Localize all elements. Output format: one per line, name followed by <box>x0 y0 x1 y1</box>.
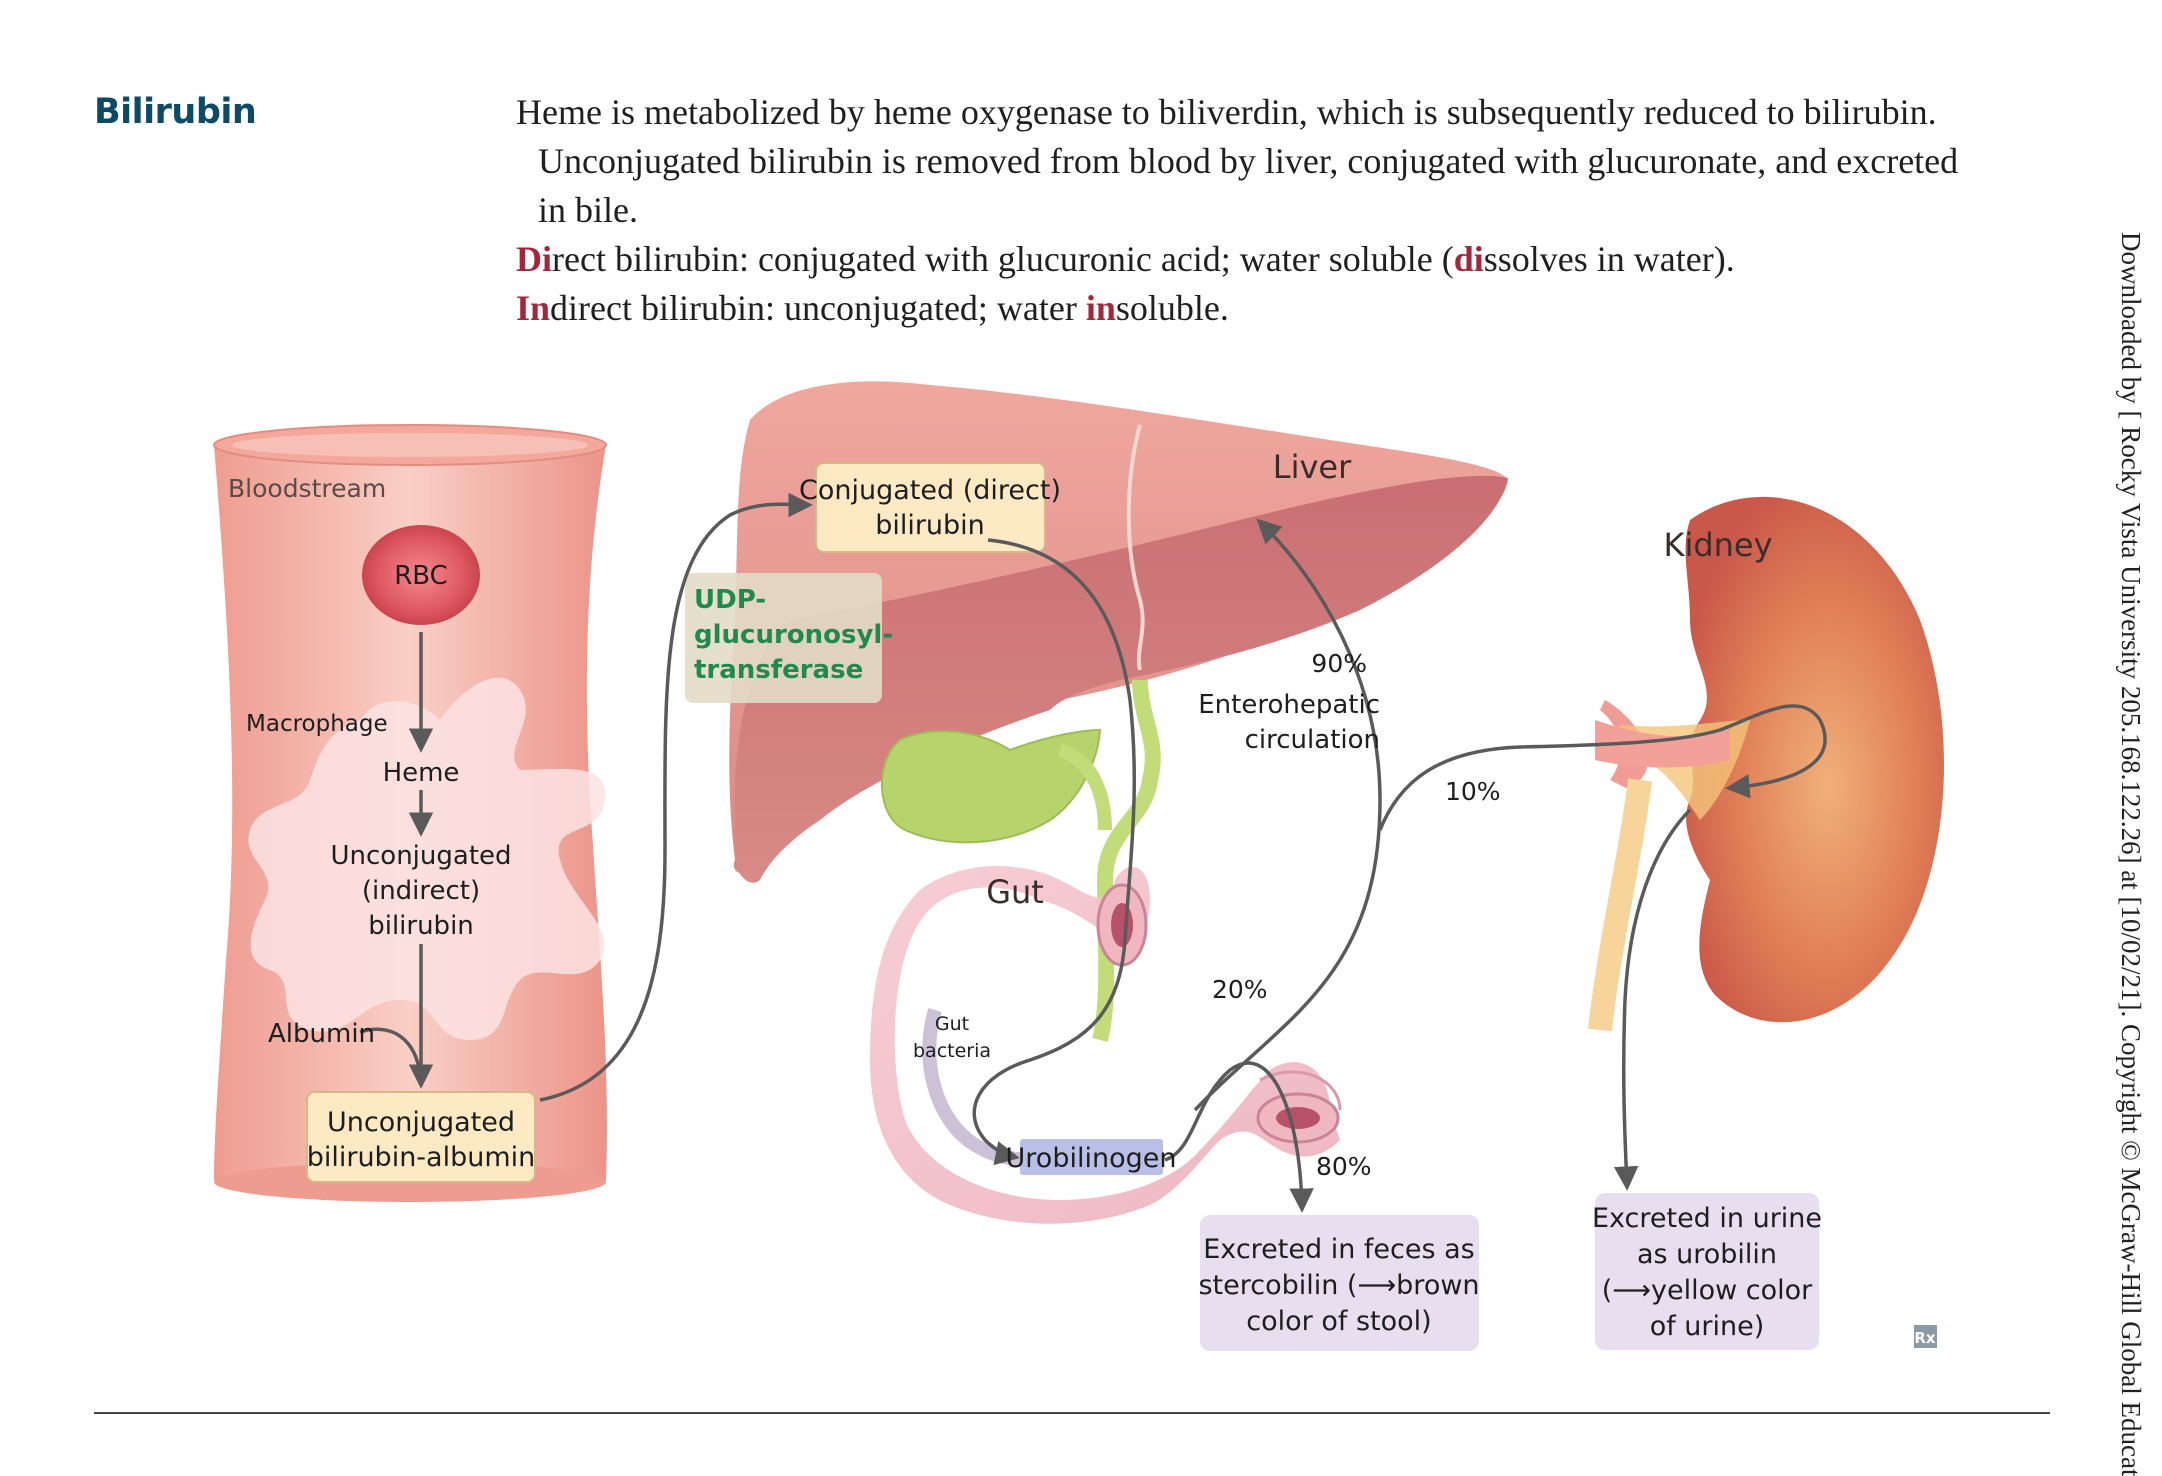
feces-label-2: stercobilin (⟶brown <box>1198 1270 1479 1301</box>
feces-label-3: color of stool) <box>1246 1306 1431 1337</box>
udp-label-3: transferase <box>694 655 863 685</box>
rx-icon: Rx <box>1914 1325 1937 1348</box>
kidney-label: Kidney <box>1663 526 1772 564</box>
conjugated-to-gut-arrow <box>972 538 1137 1166</box>
conjugated-bilirubin-box <box>815 462 1046 553</box>
direct-bilirubin-line: Direct bilirubin: conjugated with glucur… <box>516 235 2056 284</box>
unconj-label-1: Unconjugated <box>330 841 511 871</box>
blood-to-liver-arrow <box>539 492 813 1102</box>
indirect-text-1: direct bilirubin: unconjugated; water <box>550 288 1086 328</box>
unconj-label-3: bilirubin <box>368 911 474 941</box>
intro-line-3: in bile. <box>538 190 638 230</box>
pct-10-label: 10% <box>1445 777 1501 806</box>
rbc-label: RBC <box>394 561 448 591</box>
rx-icon-label: Rx <box>1914 1329 1936 1347</box>
gut-bacteria-label-1: Gut <box>935 1013 969 1035</box>
pct-90-label: 90% <box>1311 649 1367 678</box>
unconj-albumin-label-2: bilirubin-albumin <box>307 1142 536 1173</box>
udp-label-1: UDP- <box>694 585 766 615</box>
section-heading: Bilirubin <box>94 92 257 132</box>
albumin-join-arrow <box>359 1027 422 1081</box>
urobilinogen-box <box>1020 1139 1163 1175</box>
indirect-text-2: soluble. <box>1115 288 1229 328</box>
kidney-branch-arrow <box>1378 704 1827 831</box>
unconj-albumin-label-1: Unconjugated <box>327 1107 515 1138</box>
conjugated-label-2: bilirubin <box>875 510 985 541</box>
kidney-organ <box>1588 496 1944 1032</box>
macrophage-label: Macrophage <box>246 711 388 737</box>
conjugated-label-1: Conjugated (direct) <box>799 475 1061 506</box>
albumin-label: Albumin <box>268 1019 375 1049</box>
feces-box <box>1200 1215 1479 1351</box>
urine-label-2: as urobilin <box>1637 1239 1777 1270</box>
flow-arrows <box>359 492 1827 1213</box>
urobilinogen-label: Urobilinogen <box>1006 1143 1177 1174</box>
indirect-mnemonic-1: In <box>516 288 551 328</box>
bottom-divider <box>94 1412 2050 1414</box>
urine-box <box>1595 1193 1819 1350</box>
bilirubin-metabolism-diagram: Bloodstream RBC Macrophage Heme Unconjug… <box>213 381 1944 1351</box>
pct-80-label: 80% <box>1316 1152 1372 1181</box>
unconj-albumin-box <box>306 1091 536 1183</box>
gut-bacteria-label-2: bacteria <box>913 1040 991 1062</box>
bloodstream-label: Bloodstream <box>228 474 386 503</box>
gallbladder-organ <box>880 728 1102 844</box>
enterohepatic-arrow <box>1193 518 1382 1112</box>
udp-enzyme-box <box>685 573 882 703</box>
bile-duct <box>1092 679 1161 1042</box>
intro-paragraph: Heme is metabolized by heme oxygenase to… <box>516 88 2056 333</box>
urobilinogen-to-feces-arrow <box>1164 1061 1314 1213</box>
liver-label: Liver <box>1273 448 1352 486</box>
udp-label-2: glucuronosyl- <box>694 620 893 650</box>
urine-label-3: (⟶yellow color <box>1602 1275 1813 1306</box>
intro-line-1: Heme is metabolized by heme oxygenase to… <box>516 92 1937 132</box>
direct-mnemonic-2: di <box>1453 239 1484 279</box>
pct-20-label: 20% <box>1212 975 1268 1004</box>
rbc-cell <box>362 525 480 625</box>
indirect-mnemonic-2: in <box>1085 288 1116 328</box>
intro-line-2: Unconjugated bilirubin is removed from b… <box>538 141 1959 181</box>
urine-label-1: Excreted in urine <box>1592 1203 1822 1234</box>
entero-label-1: Enterohepatic <box>1198 690 1380 720</box>
macrophage-cell <box>248 677 606 1040</box>
unconj-label-2: (indirect) <box>362 876 480 906</box>
indirect-bilirubin-line: Indirect bilirubin: unconjugated; water … <box>516 284 2056 333</box>
kidney-to-urine-arrow <box>1613 808 1692 1191</box>
feces-label-1: Excreted in feces as <box>1203 1234 1474 1265</box>
entero-label-2: circulation <box>1245 725 1380 755</box>
direct-mnemonic-1: Di <box>516 239 552 279</box>
urine-label-4: of urine) <box>1650 1311 1765 1342</box>
heme-label: Heme <box>383 758 460 788</box>
direct-text-1: rect bilirubin: conjugated with glucuron… <box>552 239 1454 279</box>
direct-text-2: ssolves in water). <box>1483 239 1735 279</box>
gut-label: Gut <box>986 873 1044 911</box>
